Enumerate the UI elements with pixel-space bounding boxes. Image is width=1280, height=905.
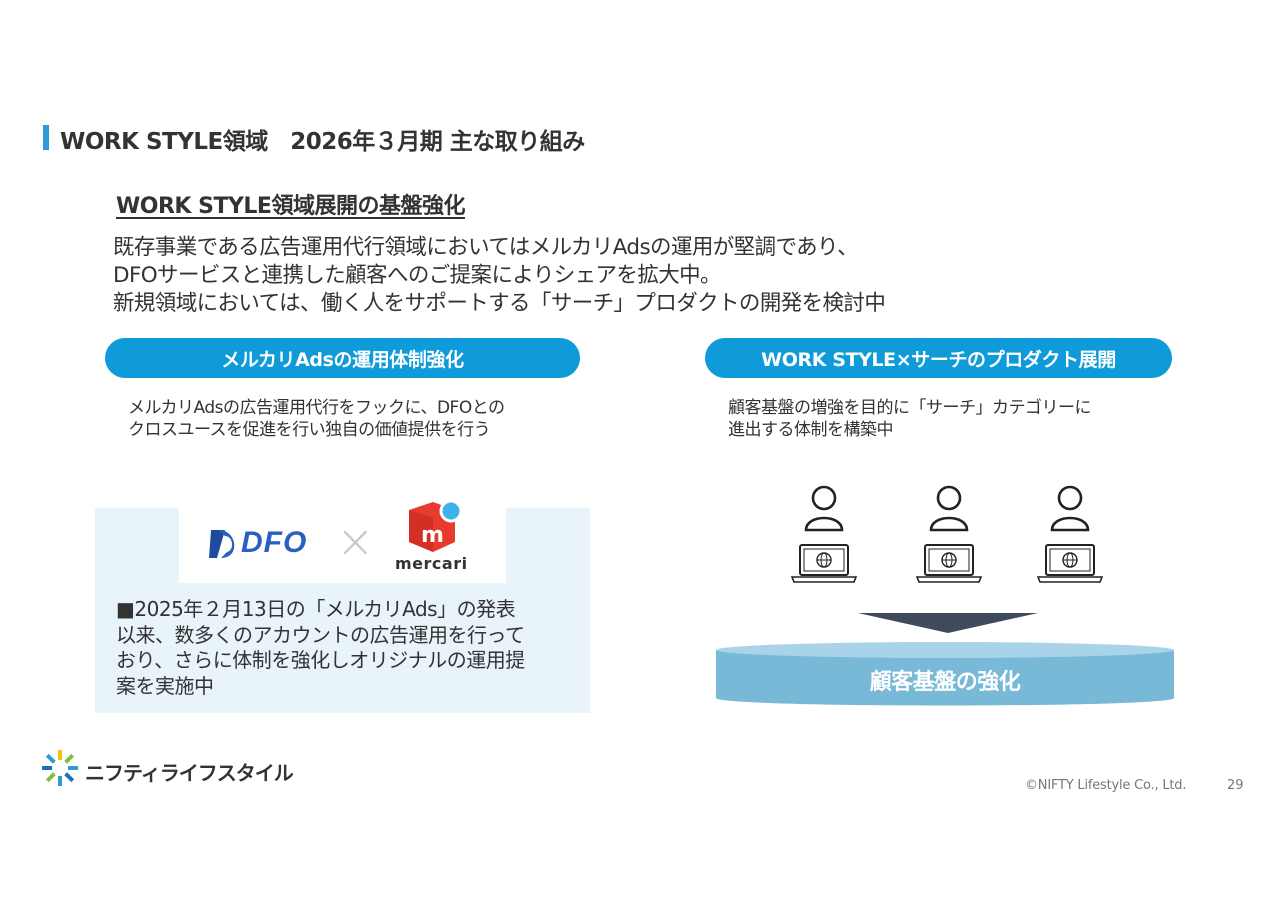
page-number: 29 xyxy=(1227,778,1244,793)
lead-line-2: DFOサービスと連携した顧客へのご提案によりシェアを拡大中。 xyxy=(113,263,722,288)
svg-text:m: m xyxy=(421,523,444,548)
person-icon xyxy=(929,485,969,532)
page-title: WORK STYLE領域 2026年３月期 主な取り組み xyxy=(60,129,585,155)
dfo-logo: DFO xyxy=(207,522,317,570)
mercari-text: mercari xyxy=(395,554,468,573)
right-pill-heading: WORK STYLE×サーチのプロダクト展開 xyxy=(705,338,1172,378)
dfo-text: DFO xyxy=(241,526,308,559)
laptop-globe-icon xyxy=(915,544,983,583)
panel-line-4: 案を実施中 xyxy=(116,673,214,698)
dfo-mark-icon xyxy=(209,530,235,558)
panel-line-1: ■2025年２月13日の「メルカリAds」の発表 xyxy=(116,597,516,621)
mercari-logo: m mercari xyxy=(395,498,467,578)
copyright: ©NIFTY Lifestyle Co., Ltd. xyxy=(1025,778,1187,793)
customer-base-cylinder xyxy=(716,642,1174,706)
customer-base-label: 顧客基盤の強化 xyxy=(869,670,1021,695)
footer-brand: ニフティライフスタイル xyxy=(85,761,294,785)
nifty-burst-icon xyxy=(42,750,78,786)
left-desc-line-2: クロスユースを促進を行い独自の価値提供を行う xyxy=(128,420,491,440)
times-symbol: × xyxy=(336,514,375,568)
section-heading: WORK STYLE領域展開の基盤強化 xyxy=(116,194,465,219)
laptop-globe-icon xyxy=(790,544,858,583)
user-group-1 xyxy=(790,485,858,583)
right-desc-line-1: 顧客基盤の増強を目的に「サーチ」カテゴリーに xyxy=(728,398,1092,418)
laptop-globe-icon xyxy=(1036,544,1104,583)
lead-line-1: 既存事業である広告運用代行領域においてはメルカリAdsの運用が堅調であり、 xyxy=(113,235,859,260)
lead-line-3: 新規領域においては、働く人をサポートする「サーチ」プロダクトの開発を検討中 xyxy=(113,291,886,316)
mercari-box-icon: m xyxy=(409,499,463,552)
panel-text: ■2025年２月13日の「メルカリAds」の発表 以来、数多くのアカウントの広告… xyxy=(116,597,525,699)
left-desc-line-1: メルカリAdsの広告運用代行をフックに、DFOとの xyxy=(128,398,505,418)
right-desc-line-2: 進出する体制を構築中 xyxy=(728,420,894,440)
user-group-2 xyxy=(915,485,983,583)
person-icon xyxy=(804,485,844,532)
logo-box: DFO × m mercari xyxy=(179,499,506,583)
nifty-logo xyxy=(40,748,80,792)
left-pill-heading: メルカリAdsの運用体制強化 xyxy=(105,338,580,378)
title-accent-bar xyxy=(43,125,49,150)
panel-line-3: おり、さらに体制を強化しオリジナルの運用提 xyxy=(116,648,525,672)
user-group-3 xyxy=(1036,485,1104,583)
panel-line-2: 以来、数多くのアカウントの広告運用を行って xyxy=(116,622,525,647)
customer-base-diagram xyxy=(716,485,1174,706)
down-arrow xyxy=(858,613,1038,633)
person-icon xyxy=(1050,485,1090,532)
